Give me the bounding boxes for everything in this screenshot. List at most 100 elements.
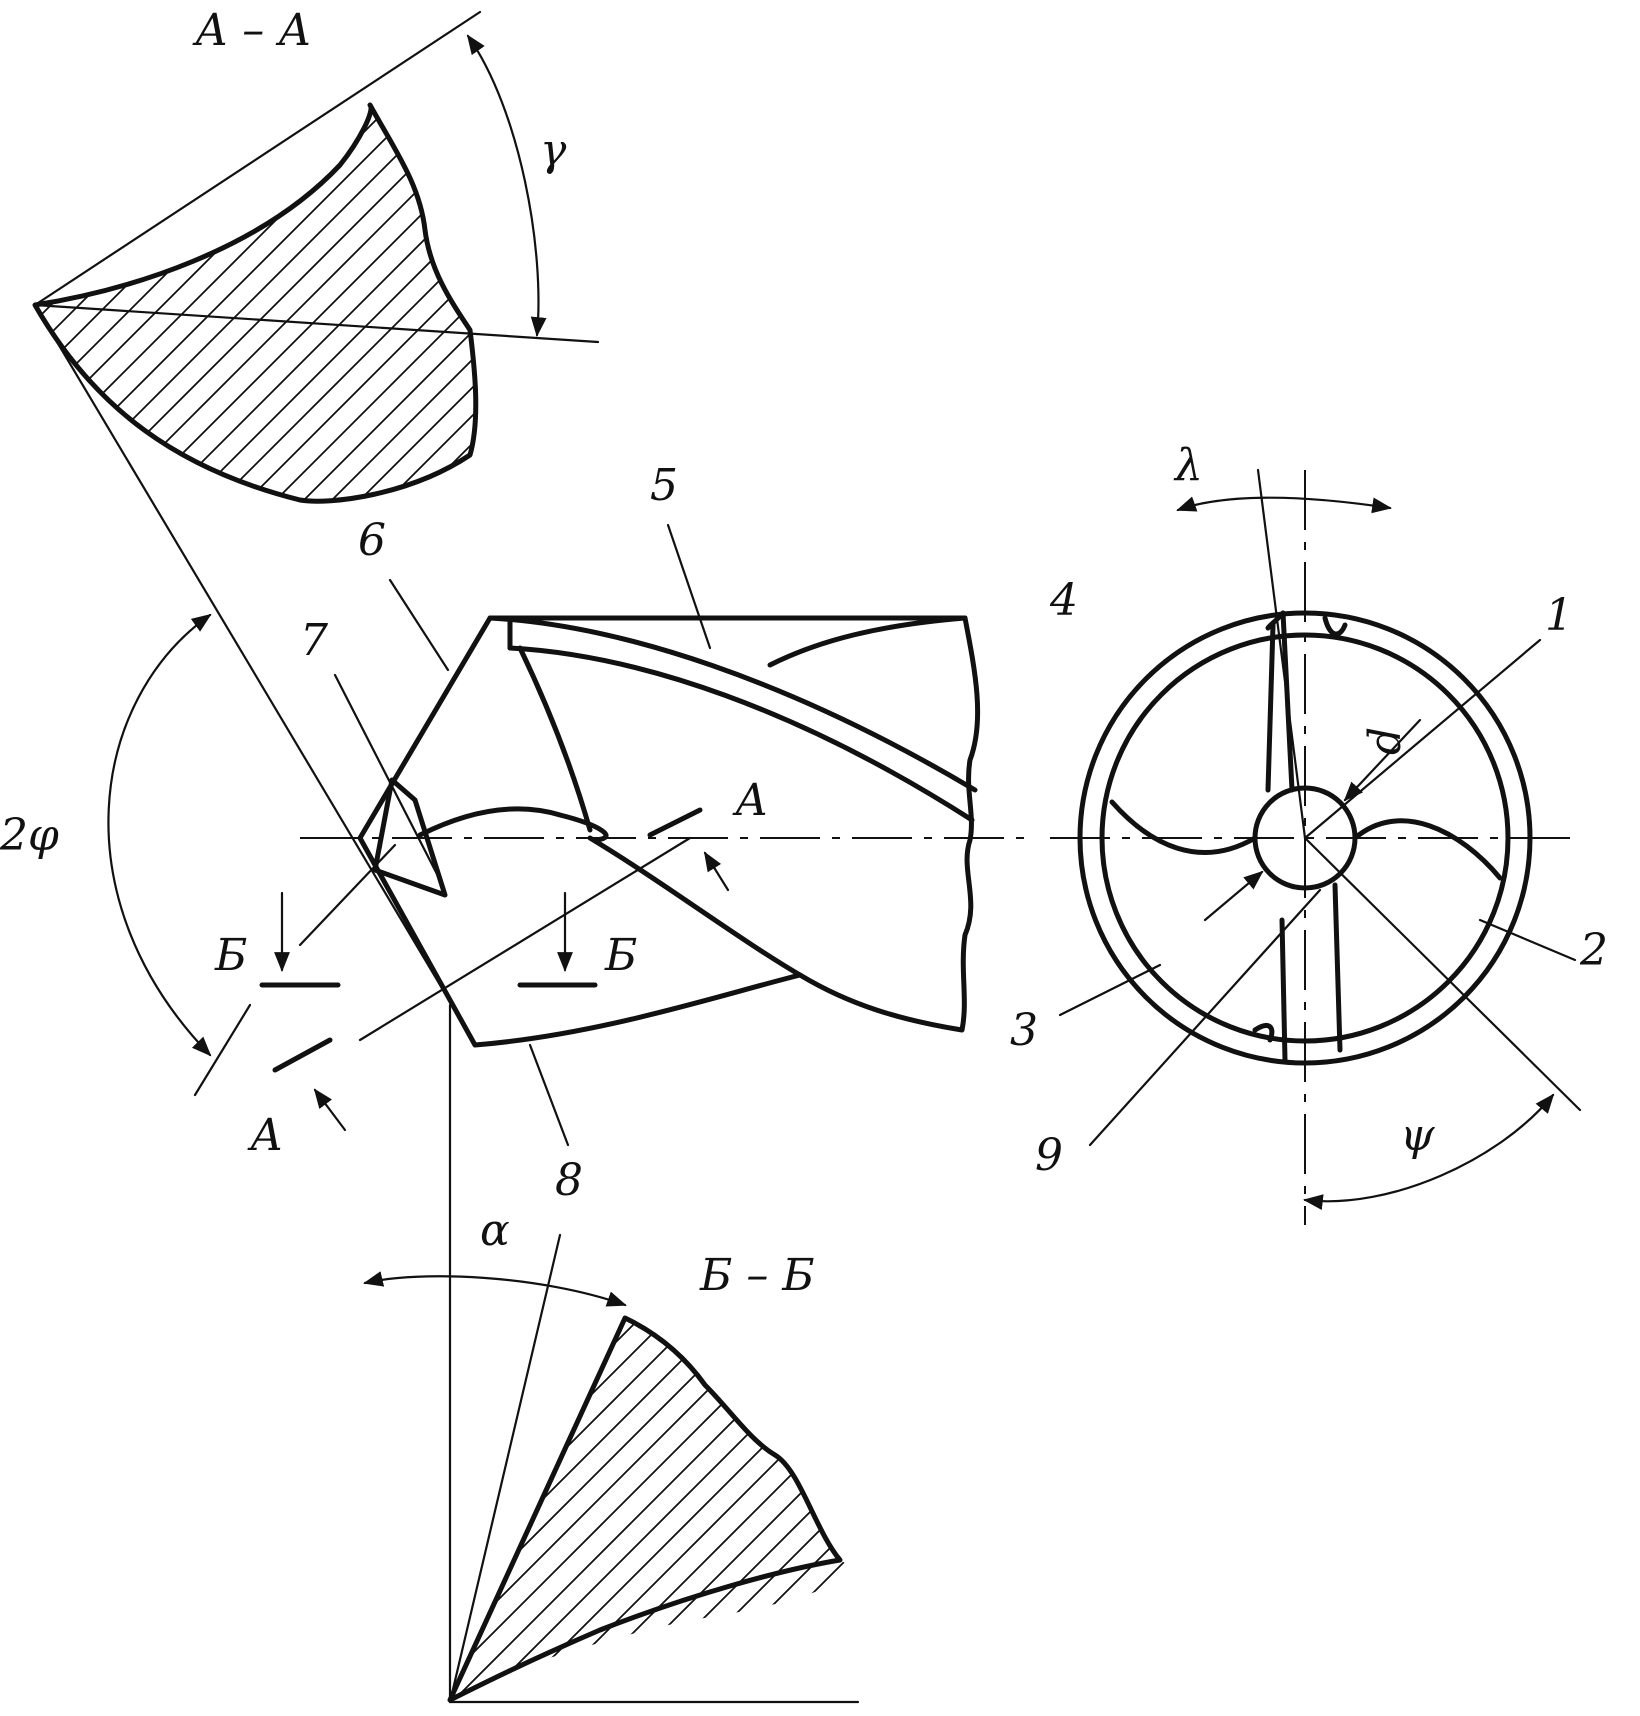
drill-side-view: 2φ 5 6 7 8 А А Б Б <box>0 303 1030 1704</box>
section-bb-hatch-line <box>1228 1290 1640 1710</box>
section-bb-hatch-line <box>723 1318 849 1700</box>
section-aa-hatch-line <box>648 80 1088 520</box>
alpha-angle-arc <box>363 1271 627 1307</box>
section-bb-hatch-line <box>1312 1290 1640 1710</box>
psi-angle-arc <box>1303 1093 1555 1210</box>
section-bb-hatch-line <box>527 1318 849 1700</box>
section-aa-hatch-line <box>788 80 1228 520</box>
section-bb-hatch-line <box>450 1318 529 1700</box>
section-bb-hatch-line <box>0 1290 304 1710</box>
section-bb-hatch-line <box>583 1318 849 1700</box>
section-a-cut-line <box>358 836 692 1042</box>
lip-bottom-right <box>1332 882 1343 1053</box>
section-bb-hatch-line <box>0 1290 136 1710</box>
section-aa-hatch-line <box>283 105 476 502</box>
two-phi-angle-arc <box>107 613 212 1057</box>
margin-strip-inner <box>507 645 975 823</box>
section-aa-hatch-line <box>339 105 476 502</box>
callout-7-leader-b <box>298 843 397 947</box>
diameter-arrow-lower <box>1203 870 1264 922</box>
section-aa-hatch-line <box>676 80 1116 520</box>
callout-8: 8 <box>555 1155 583 1206</box>
section-aa-hatch-line <box>1180 80 1620 520</box>
section-aa-hatch-line <box>1208 80 1640 520</box>
section-bb-hatch-line <box>1200 1290 1620 1710</box>
section-bb-hatch-line <box>1592 1290 1640 1710</box>
section-aa-hatch-line <box>115 105 476 502</box>
section-aa-hatch-line <box>35 105 221 502</box>
callout-8-leader <box>528 1043 570 1147</box>
section-bb-hatch-line <box>892 1290 1312 1710</box>
section-bb-hatch-line <box>1144 1290 1564 1710</box>
section-b-label-right: Б <box>604 930 637 981</box>
section-bb-hatch-line <box>0 1290 164 1710</box>
section-aa-hatch-line <box>143 105 476 502</box>
section-aa-hatch-line <box>984 80 1424 520</box>
section-bb-hatch-line <box>0 1290 416 1710</box>
section-bb-hatch-line <box>499 1318 849 1700</box>
section-bb-hatch-line <box>1256 1290 1640 1710</box>
section-bb-hatch-line <box>667 1318 849 1700</box>
point-angle-line-upper <box>33 303 457 1012</box>
margin-notch-bottom <box>1252 1023 1275 1043</box>
callout-3-leader <box>1058 963 1162 1017</box>
section-aa-tangent-line <box>33 10 482 307</box>
section-bb-hatch-line <box>695 1318 849 1700</box>
section-bb-hatch-line <box>450 1318 557 1700</box>
section-bb-hatch-line <box>948 1290 1368 1710</box>
section-bb-hatch-line <box>450 1318 501 1700</box>
section-bb-hatch-line <box>0 1290 360 1710</box>
callout-5-leader <box>666 523 712 650</box>
section-aa-hatch-line <box>872 80 1312 520</box>
section-aa-hatch-line <box>451 105 476 502</box>
alpha-angle-label: α <box>480 1205 510 1256</box>
section-aa-hatch-line <box>423 105 476 502</box>
margin-strip-outer <box>487 615 978 793</box>
section-aa-hatch-line <box>732 80 1172 520</box>
section-aa-hatch-line <box>1376 80 1640 520</box>
drill-end-view: λ ψ d 1 2 3 4 9 <box>1010 440 1608 1225</box>
section-bb-title: Б – Б <box>699 1250 815 1301</box>
callout-3: 3 <box>1010 1005 1038 1056</box>
lambda-angle-label: λ <box>1173 440 1203 491</box>
callout-6-leader <box>388 578 450 672</box>
section-aa-hatch-line <box>35 105 193 502</box>
section-bb-flank-line <box>448 1233 562 1704</box>
callout-7-leader <box>333 673 442 882</box>
psi-ref-line <box>1303 836 1582 1112</box>
section-bb-hatch-line <box>0 1290 276 1710</box>
lambda-angle-arc <box>1176 496 1392 514</box>
callout-1: 1 <box>1545 590 1573 641</box>
section-a-mark-lower <box>272 1037 333 1073</box>
section-aa-hatch-line <box>1292 80 1640 520</box>
section-aa-hatch-line <box>1012 80 1452 520</box>
section-bb-hatch-line <box>779 1318 849 1700</box>
section-aa-hatch-line <box>311 105 476 502</box>
section-bb-hatch-line <box>450 1318 585 1700</box>
section-aa-hatch-line <box>1068 80 1508 520</box>
psi-angle-label: ψ <box>1400 1110 1435 1161</box>
section-bb-hatch-line <box>639 1318 849 1700</box>
section-bb-hatching <box>0 1290 1640 1710</box>
gamma-angle-arc <box>466 34 547 337</box>
section-aa-hatch-line <box>199 105 476 502</box>
section-a-arrow-lower <box>313 1088 347 1132</box>
section-bb-hatch-line <box>1620 1290 1640 1710</box>
section-aa-hatch-line <box>704 80 1144 520</box>
callout-9-leader <box>1088 888 1322 1147</box>
section-bb-hatch-line <box>1284 1290 1640 1710</box>
section-aa-hatching <box>35 80 1640 520</box>
section-aa-hatch-line <box>536 80 976 520</box>
callout-9: 9 <box>1035 1130 1063 1181</box>
section-bb-hatch-line <box>864 1290 1284 1710</box>
section-bb-hatch-line <box>450 1318 613 1700</box>
section-bb-hatch-line <box>1172 1290 1592 1710</box>
section-bb-hatch-line <box>0 1290 80 1710</box>
section-bb-hatch-line <box>0 1290 220 1710</box>
section-aa-title: А – А <box>192 5 312 56</box>
diameter-arrow-upper <box>1343 718 1422 802</box>
section-bb-hatch-line <box>835 1318 849 1700</box>
section-bb-hatch-line <box>0 1290 108 1710</box>
section-aa-base-line <box>33 303 600 344</box>
